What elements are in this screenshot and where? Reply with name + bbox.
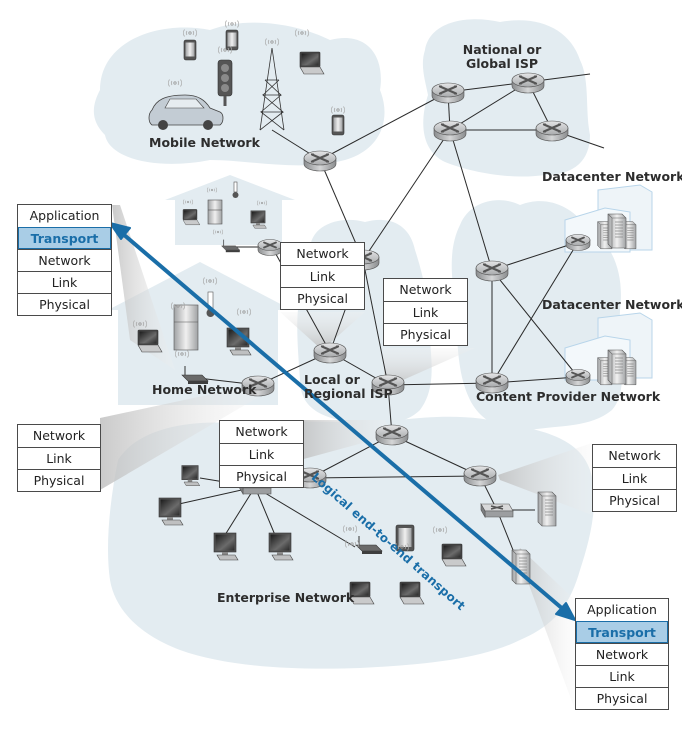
desktop-icon [181, 465, 201, 487]
phone-icon [331, 114, 345, 136]
desktop-icon [250, 210, 267, 229]
datacenter-bottom-label: Datacenter Network [542, 297, 682, 312]
router-icon [474, 259, 510, 283]
router-icon [462, 464, 498, 488]
home-network-devices [132, 277, 252, 385]
layer-link: Link [18, 271, 111, 293]
mobile-devices [148, 20, 346, 136]
router-home-protocol-stack: Network Link Physical [17, 424, 101, 492]
layer-application: Application [587, 602, 657, 617]
traffic-light-icon [217, 59, 233, 106]
national-isp-label-line2: Global ISP [466, 56, 538, 71]
layer-network: Network [399, 282, 452, 297]
router-enterprise-right-protocol-stack: Network Link Physical [592, 444, 677, 512]
layer-transport: Transport [576, 621, 668, 643]
layer-physical: Physical [18, 293, 111, 315]
dest-host-protocol-stack: Application Transport Network Link Physi… [575, 598, 669, 710]
phone-icon [183, 39, 197, 61]
source-host-protocol-stack: Application Transport Network Link Physi… [17, 204, 112, 316]
enterprise-network-label: Enterprise Network [217, 590, 355, 605]
router-local-isp-protocol-stack: Network Link Physical [280, 242, 365, 310]
layer-network: Network [235, 424, 288, 439]
home-network-house [108, 262, 292, 405]
cell-tower-icon [259, 47, 285, 131]
national-isp-label-line1: National or [462, 42, 542, 57]
desktop-icon [268, 532, 294, 561]
layer-network: Network [576, 643, 668, 665]
layer-physical: Physical [220, 465, 303, 487]
layer-network: Network [18, 249, 111, 271]
car-icon [148, 94, 224, 130]
datacenter-top-label: Datacenter Network [542, 169, 682, 184]
layer-application: Application [29, 208, 100, 223]
router-icon [534, 119, 570, 143]
upper-home-devices [182, 181, 267, 253]
desktop-icon [158, 497, 184, 526]
fridge-icon [207, 199, 223, 225]
router-icon [565, 368, 591, 387]
layer-physical: Physical [593, 489, 676, 511]
local-isp-label-line2: Regional ISP [304, 386, 393, 401]
desktop-icon [213, 532, 239, 561]
router-icon [312, 341, 348, 365]
router-icon [432, 119, 468, 143]
layer-link: Link [593, 467, 676, 489]
router-icon [374, 423, 410, 447]
router-icon [430, 81, 466, 105]
fridge-icon [173, 304, 199, 351]
router-enterprise-left-protocol-stack: Network Link Physical [219, 420, 304, 488]
router-icon [257, 238, 283, 257]
router-regional-protocol-stack: Network Link Physical [383, 278, 468, 346]
layer-link: Link [384, 301, 467, 323]
content-provider-label: Content Provider Network [476, 389, 661, 404]
layer-transport: Transport [18, 227, 111, 249]
router-icon [565, 233, 591, 252]
mobile-network-label: Mobile Network [149, 135, 260, 150]
layer-physical: Physical [18, 469, 100, 491]
tablet-icon [395, 524, 415, 552]
phone-icon [225, 29, 239, 51]
layer-network: Network [608, 448, 661, 463]
layer-link: Link [281, 265, 364, 287]
layer-network: Network [296, 246, 349, 261]
router-icon [302, 149, 338, 173]
layer-network: Network [32, 428, 86, 443]
layer-physical: Physical [384, 323, 467, 345]
layer-link: Link [220, 443, 303, 465]
home-network-label: Home Network [152, 382, 257, 397]
thermometer-icon [232, 181, 239, 198]
layer-link: Link [18, 447, 100, 469]
server-icon [537, 491, 557, 527]
callout-shading [100, 205, 592, 710]
local-isp-label-line1: Local or [304, 372, 360, 387]
enterprise-devices [158, 465, 557, 605]
enterprise-cloud [107, 416, 595, 669]
router-icon [510, 71, 546, 95]
local-isp-label: Local or Regional ISP [304, 373, 393, 401]
layer-physical: Physical [576, 687, 668, 709]
layer-link: Link [576, 665, 668, 687]
national-isp-label: National or Global ISP [462, 43, 542, 71]
layer-physical: Physical [281, 287, 364, 309]
switch-icon [480, 503, 514, 518]
logical-transport-arrow [109, 222, 576, 621]
